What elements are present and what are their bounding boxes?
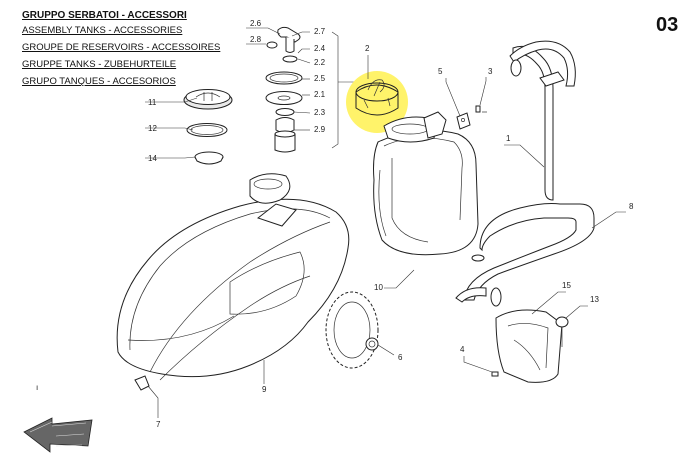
callout-10: 10	[374, 283, 383, 292]
callout-2: 2	[365, 44, 370, 53]
callout-2-7: 2.7	[314, 27, 326, 36]
callout-13: 13	[590, 295, 599, 304]
callout-4: 4	[460, 345, 465, 354]
callout-3: 3	[488, 67, 493, 76]
callout-1: 1	[506, 134, 511, 143]
callout-2-1: 2.1	[314, 90, 326, 99]
title-german: GRUPPE TANKS - ZUBEHURTEILE	[22, 59, 177, 70]
callout-2-3: 2.3	[314, 108, 326, 117]
part-10-tank	[373, 111, 479, 256]
part-9-body	[116, 173, 350, 391]
callout-9: 9	[262, 385, 267, 394]
part-2-subassembly	[265, 26, 303, 153]
direction-arrow-icon	[23, 417, 93, 453]
callout-2-9: 2.9	[314, 125, 326, 134]
title-french: GROUPE DE RESERVOIRS - ACCESSOIRES	[22, 42, 221, 53]
part-5-plate	[456, 112, 471, 130]
page-number: 03	[656, 14, 679, 36]
part-3-screw	[475, 105, 487, 113]
part-11-cap	[183, 89, 233, 110]
callout-14: 14	[148, 154, 157, 163]
callout-15: 15	[562, 281, 571, 290]
callout-2-6: 2.6	[250, 19, 262, 28]
misc-mark: ı	[36, 383, 38, 392]
part-2-highlighted	[346, 71, 408, 133]
part-12-ring	[186, 123, 228, 137]
leader-lines	[145, 27, 626, 418]
callout-12: 12	[148, 124, 157, 133]
title-spanish: GRUPO TANQUES - ACCESORIOS	[22, 76, 176, 87]
title-english: ASSEMBLY TANKS - ACCESSORIES	[22, 25, 183, 36]
part-4-screw	[491, 371, 499, 377]
part-13-knob	[555, 316, 569, 347]
part-15-guard	[495, 309, 563, 383]
part-8-hose	[455, 203, 595, 307]
callout-6: 6	[398, 353, 403, 362]
callout-5: 5	[438, 67, 443, 76]
callout-2-4: 2.4	[314, 44, 326, 53]
title-italian: GRUPPO SERBATOI - ACCESSORI	[22, 10, 187, 21]
callout-2-8: 2.8	[250, 35, 262, 44]
callout-8: 8	[629, 202, 634, 211]
callout-2-2-upper: 2.2	[314, 58, 326, 67]
callout-2-5: 2.5	[314, 74, 326, 83]
callout-7: 7	[156, 420, 161, 429]
callout-11: 11	[148, 98, 157, 107]
callout-labels: 11 12 14 2.6 2.8 2.7 2.4 2.2 2.5 2.1 2.3…	[36, 19, 634, 429]
part-14-filter	[194, 151, 224, 165]
part-6-wheel	[325, 291, 379, 369]
part-1-pipe	[509, 40, 576, 201]
